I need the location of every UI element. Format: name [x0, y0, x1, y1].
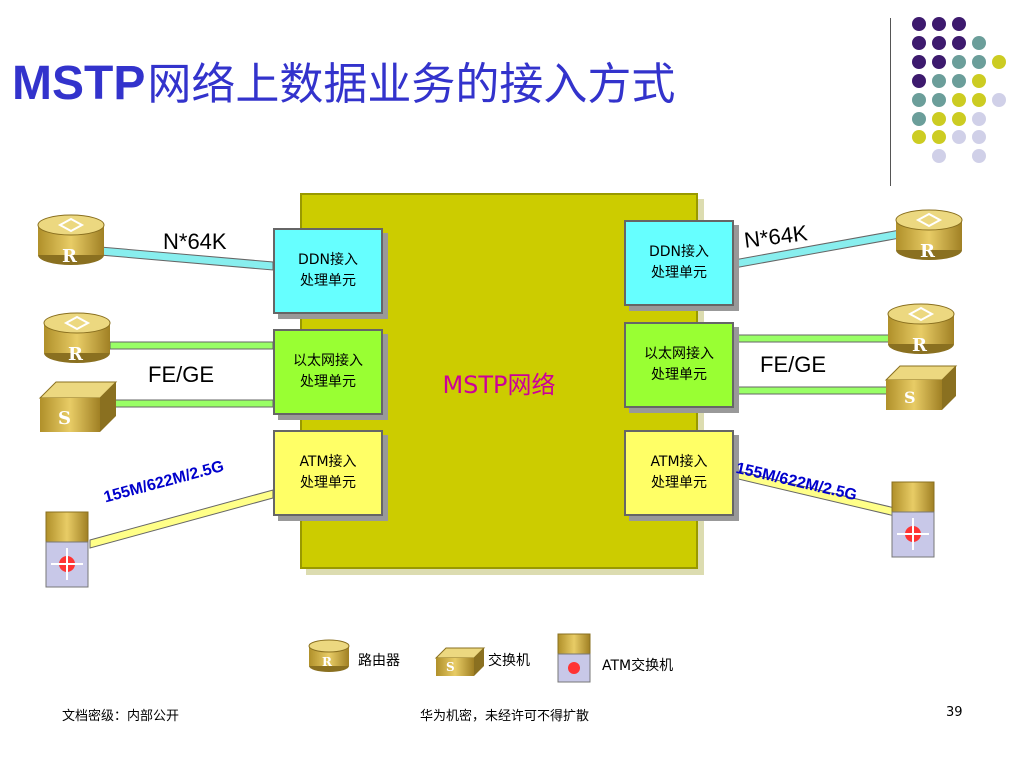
dot — [952, 55, 966, 69]
dot — [992, 93, 1006, 107]
router-icon — [895, 209, 963, 260]
router-letter: R — [920, 241, 935, 262]
dot — [932, 74, 946, 88]
dot — [972, 74, 986, 88]
left-atm-unit: ATM接入 处理单元 — [273, 430, 383, 516]
dot — [972, 55, 986, 69]
dot — [952, 112, 966, 126]
unit-line2: 处理单元 — [300, 374, 356, 390]
dot — [912, 130, 926, 144]
router-letter: R — [62, 246, 77, 267]
left-ddn-rate-label: N*64K — [163, 229, 227, 254]
unit-line1: 以太网接入 — [644, 346, 714, 362]
mstp-network-label: MSTP网络 — [442, 371, 556, 399]
dot — [932, 93, 946, 107]
legend-switch-label: 交换机 — [488, 653, 530, 669]
dot — [952, 130, 966, 144]
legend-switch-letter: S — [446, 660, 455, 674]
dot — [932, 130, 946, 144]
dot — [952, 93, 966, 107]
title-text: 网络上数据业务的接入方式 — [147, 59, 676, 110]
legend-switch-icon — [434, 647, 486, 676]
dot — [972, 93, 986, 107]
dot — [952, 17, 966, 31]
title-prefix: MSTP — [12, 57, 146, 110]
unit-line1: 以太网接入 — [293, 353, 363, 369]
switch-icon — [38, 381, 118, 432]
router-icon — [887, 303, 955, 354]
legend-router-letter: R — [322, 655, 332, 669]
dot — [932, 17, 946, 31]
legend-router-icon — [308, 639, 350, 672]
unit-line2: 处理单元 — [300, 475, 356, 491]
unit-line1: DDN接入 — [648, 244, 710, 260]
left-ddn-unit: DDN接入 处理单元 — [273, 228, 383, 314]
unit-line2: 处理单元 — [651, 475, 707, 491]
unit-line1: DDN接入 — [297, 252, 359, 268]
dot — [972, 112, 986, 126]
legend-atm-switch-icon — [557, 633, 591, 683]
dot — [932, 36, 946, 50]
legend-router-label: 路由器 — [358, 653, 400, 669]
switch-letter: S — [58, 408, 71, 429]
switch-icon — [884, 365, 958, 410]
right-ddn-unit: DDN接入 处理单元 — [624, 220, 734, 306]
switch-letter: S — [904, 388, 916, 407]
unit-line1: ATM接入 — [650, 454, 708, 470]
dot — [972, 130, 986, 144]
right-ethernet-unit: 以太网接入 处理单元 — [624, 322, 734, 408]
dot — [912, 112, 926, 126]
router-icon — [43, 312, 111, 363]
legend-atm-switch-label: ATM交换机 — [602, 658, 674, 674]
dot — [972, 36, 986, 50]
page-title: MSTP 网络上数据业务的接入方式 — [12, 48, 675, 118]
dot — [992, 55, 1006, 69]
dot — [912, 36, 926, 50]
dot — [952, 74, 966, 88]
unit-line2: 处理单元 — [300, 273, 356, 289]
unit-line2: 处理单元 — [651, 367, 707, 383]
page-number: 39 — [946, 705, 963, 720]
router-icon — [37, 214, 105, 265]
footer-classification: 文档密级：内部公开 — [62, 709, 180, 724]
dot — [932, 149, 946, 163]
dot — [952, 36, 966, 50]
router-letter: R — [912, 335, 927, 356]
dot — [912, 55, 926, 69]
dot — [932, 112, 946, 126]
left-eth-rate-label: FE/GE — [148, 362, 215, 387]
divider-line — [890, 18, 891, 186]
unit-line1: ATM接入 — [299, 454, 357, 470]
dot — [972, 149, 986, 163]
dot — [932, 55, 946, 69]
right-eth-rate-label: FE/GE — [760, 352, 827, 377]
unit-line2: 处理单元 — [651, 265, 707, 281]
left-ethernet-unit: 以太网接入 处理单元 — [273, 329, 383, 415]
footer-confidential: 华为机密，未经许可不得扩散 — [420, 709, 590, 724]
dot — [912, 93, 926, 107]
right-atm-unit: ATM接入 处理单元 — [624, 430, 734, 516]
router-letter: R — [68, 344, 83, 365]
atm-switch-icon — [45, 511, 89, 588]
dot — [912, 17, 926, 31]
atm-switch-icon — [891, 481, 935, 558]
dot — [912, 74, 926, 88]
